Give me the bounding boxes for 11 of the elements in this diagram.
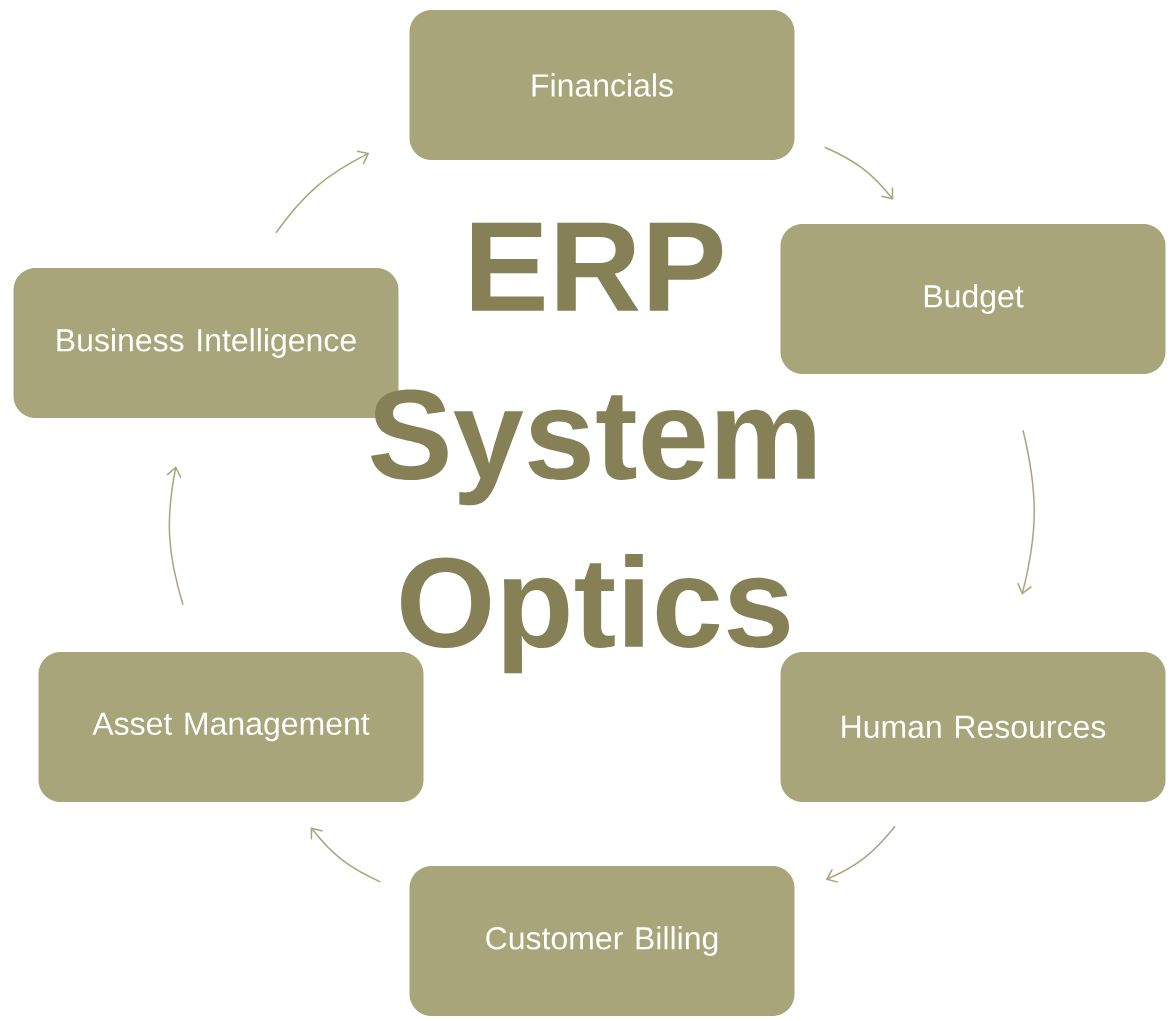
arrow xyxy=(310,827,382,883)
arrow xyxy=(1017,429,1035,595)
process-box: Financials xyxy=(409,10,795,160)
process-box: Budget xyxy=(780,224,1166,374)
process-box: Human Resources xyxy=(780,652,1166,802)
process-box: Customer Billing xyxy=(409,866,795,1016)
arrow xyxy=(823,146,894,200)
arrow xyxy=(166,466,184,606)
arrow xyxy=(275,150,370,234)
arrow xyxy=(825,825,896,883)
process-box: Asset Management xyxy=(38,652,424,802)
